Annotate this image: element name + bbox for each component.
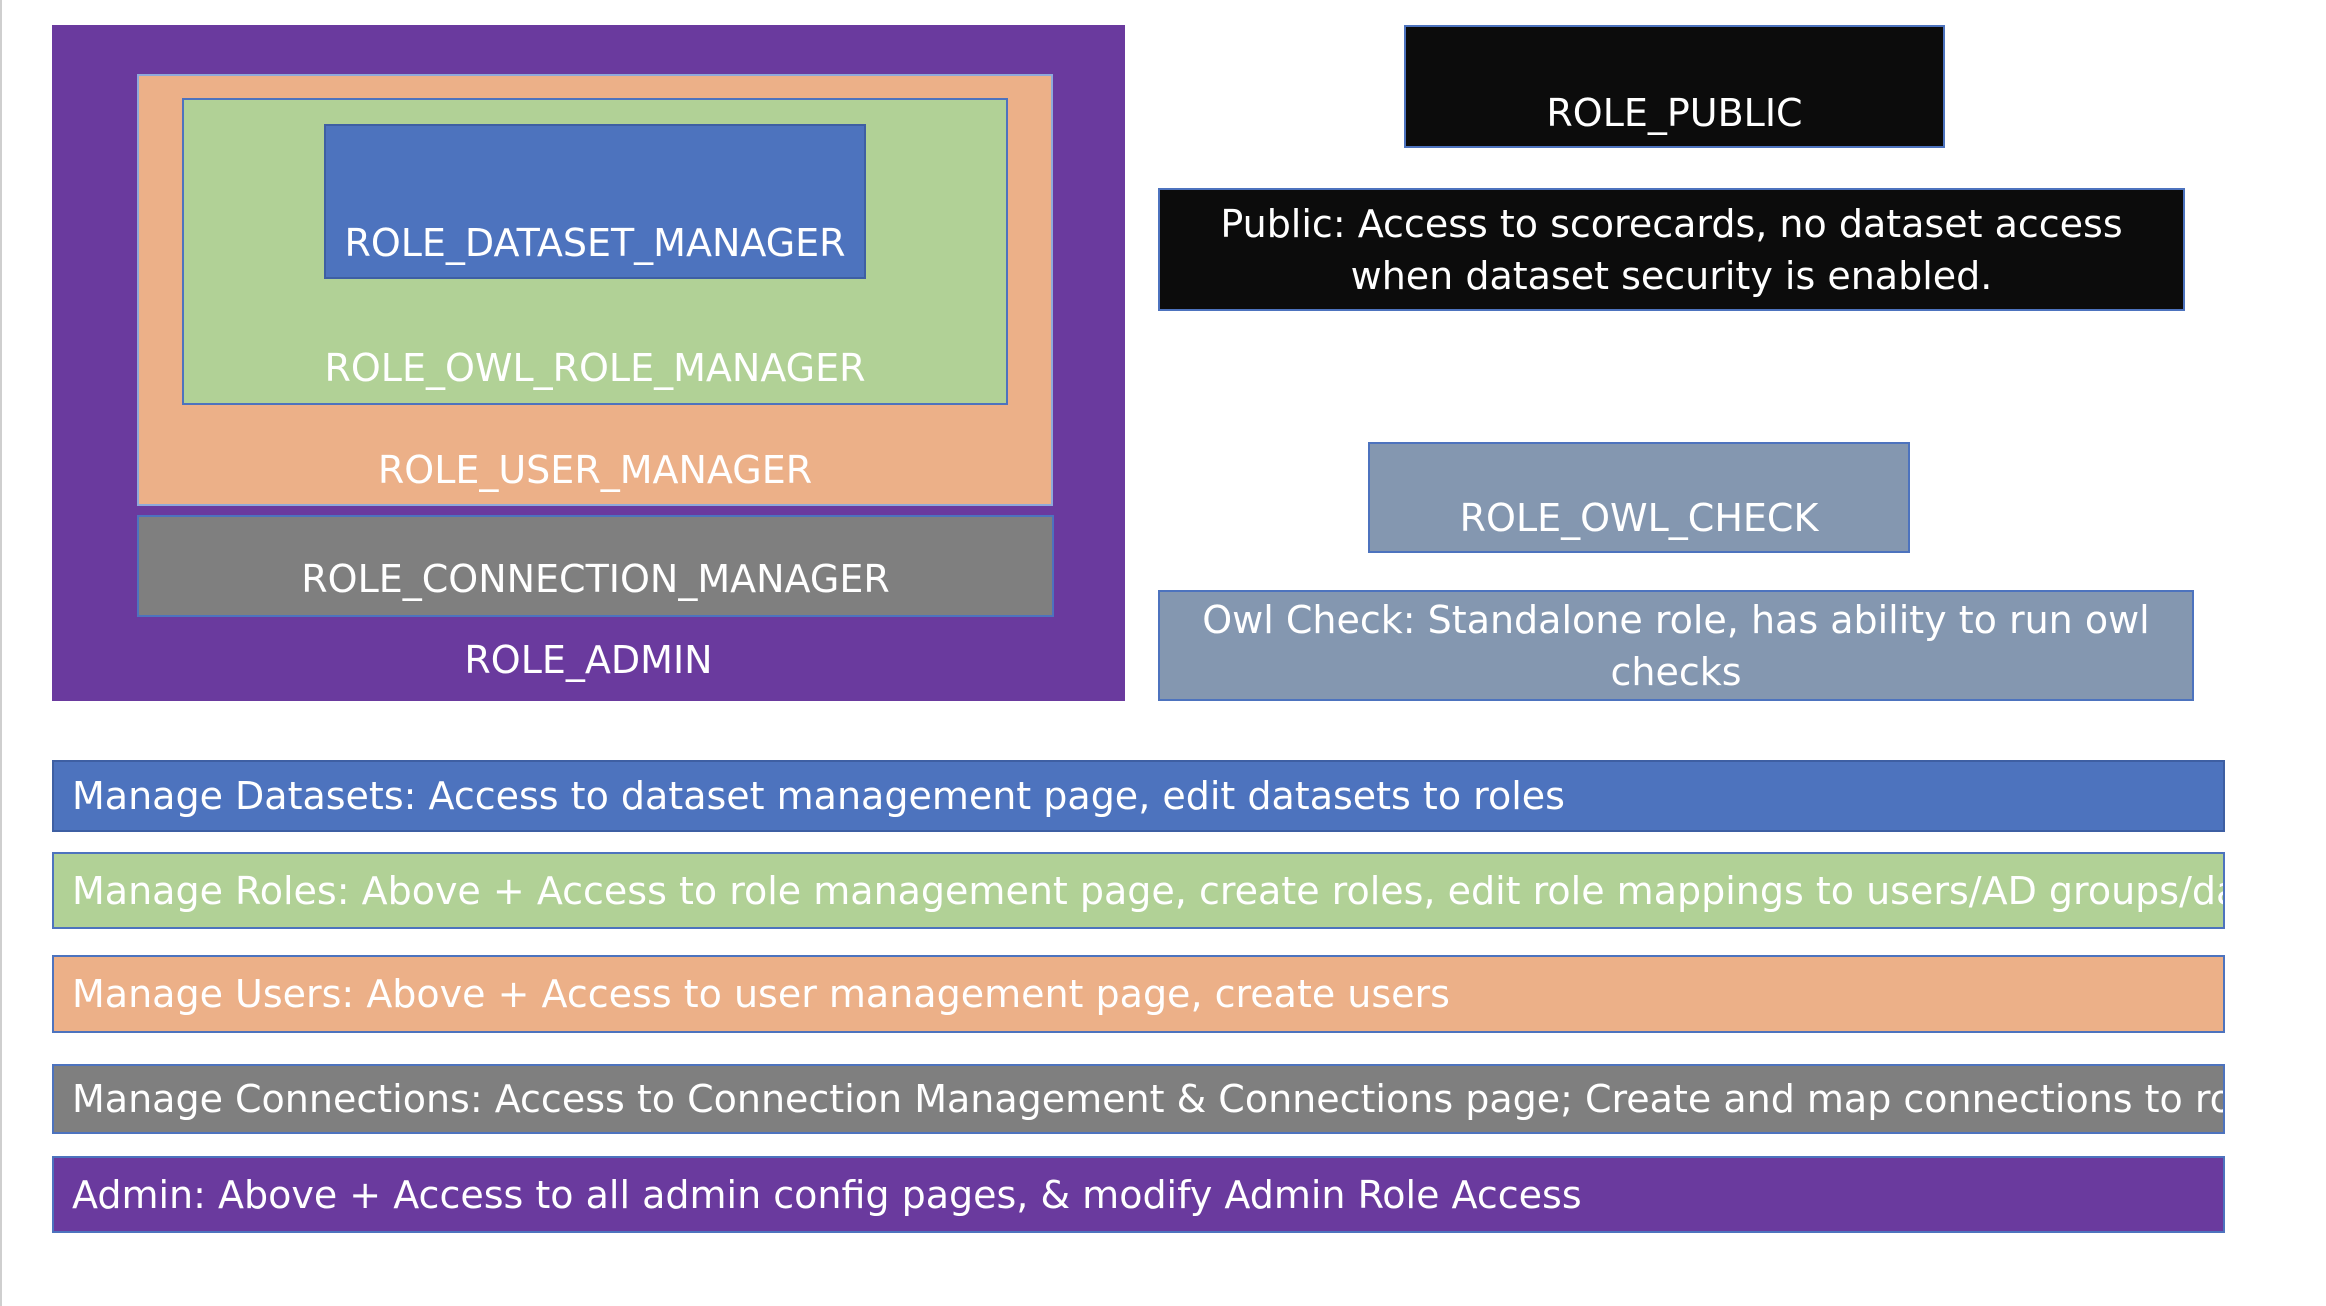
page-left-border — [0, 0, 2, 1306]
role-dataset-manager-box: ROLE_DATASET_MANAGER — [324, 124, 866, 279]
public-description-text: Public: Access to scorecards, no dataset… — [1220, 201, 2123, 298]
role-connection-manager-label: ROLE_CONNECTION_MANAGER — [301, 557, 890, 601]
role-connection-manager-box: ROLE_CONNECTION_MANAGER — [137, 515, 1054, 617]
role-user-manager-label: ROLE_USER_MANAGER — [377, 448, 813, 492]
bar-manage-connections: Manage Connections: Access to Connection… — [52, 1064, 2225, 1134]
role-owl-check-label: ROLE_OWL_CHECK — [1459, 496, 1819, 540]
bar-admin: Admin: Above + Access to all admin confi… — [52, 1156, 2225, 1233]
owl-check-description-box: Owl Check: Standalone role, has ability … — [1158, 590, 2194, 701]
bar-manage-users-text: Manage Users: Above + Access to user man… — [72, 972, 1450, 1016]
bar-manage-datasets-text: Manage Datasets: Access to dataset manag… — [72, 774, 1565, 818]
bar-manage-users: Manage Users: Above + Access to user man… — [52, 955, 2225, 1033]
role-public-box: ROLE_PUBLIC — [1404, 25, 1945, 148]
role-public-label: ROLE_PUBLIC — [1546, 91, 1803, 135]
bar-manage-datasets: Manage Datasets: Access to dataset manag… — [52, 760, 2225, 832]
role-owl-role-manager-label: ROLE_OWL_ROLE_MANAGER — [324, 346, 866, 390]
bar-manage-roles: Manage Roles: Above + Access to role man… — [52, 852, 2225, 929]
role-admin-label: ROLE_ADMIN — [464, 638, 713, 682]
bar-admin-text: Admin: Above + Access to all admin confi… — [72, 1172, 1582, 1217]
bar-manage-connections-text: Manage Connections: Access to Connection… — [72, 1077, 2225, 1121]
role-dataset-manager-label: ROLE_DATASET_MANAGER — [344, 221, 846, 265]
role-owl-check-box: ROLE_OWL_CHECK — [1368, 442, 1910, 553]
public-description-box: Public: Access to scorecards, no dataset… — [1158, 188, 2185, 311]
bar-manage-roles-text: Manage Roles: Above + Access to role man… — [72, 868, 2225, 913]
owl-check-description-text: Owl Check: Standalone role, has ability … — [1202, 597, 2150, 694]
